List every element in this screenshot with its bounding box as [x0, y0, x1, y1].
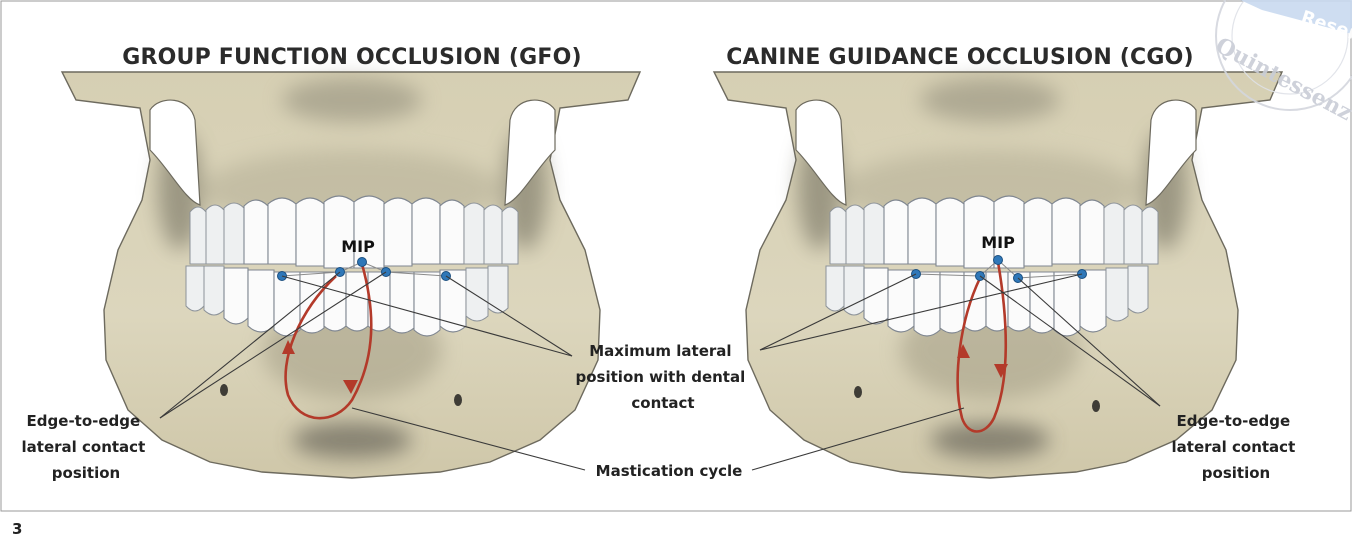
gfo-edge-label-line: Edge-to-edge — [27, 412, 141, 430]
gfo-mip-dot — [358, 258, 367, 267]
cgo-left-foramen — [854, 386, 862, 398]
gfo-title: GROUP FUNCTION OCCLUSION (GFO) — [122, 45, 582, 70]
gfo-left-foramen — [220, 384, 228, 396]
max-lateral-label-line: position with dental — [576, 368, 746, 386]
gfo-right-foramen — [454, 394, 462, 406]
max-lateral-label-line: Maximum lateral — [589, 342, 731, 360]
cgo-edge-label-line: position — [1202, 464, 1270, 482]
gfo-mip-label: MIP — [341, 237, 375, 256]
cgo-edge-label-line: lateral contact — [1172, 438, 1296, 456]
cgo-title: CANINE GUIDANCE OCCLUSION (CGO) — [726, 45, 1194, 70]
cgo-mip-label: MIP — [981, 233, 1015, 252]
gfo-edge-label-line: lateral contact — [22, 438, 146, 456]
gfo-upper-teeth — [190, 196, 518, 268]
figure-number: 3 — [12, 520, 22, 538]
cgo-mip-dot — [994, 256, 1003, 265]
cgo-right-foramen — [1092, 400, 1100, 412]
cgo-edge-label-line: Edge-to-edge — [1177, 412, 1291, 430]
gfo-edge-label-line: position — [52, 464, 120, 482]
max-lateral-label-line: contact — [631, 394, 694, 412]
mastication-label: Mastication cycle — [596, 462, 743, 480]
